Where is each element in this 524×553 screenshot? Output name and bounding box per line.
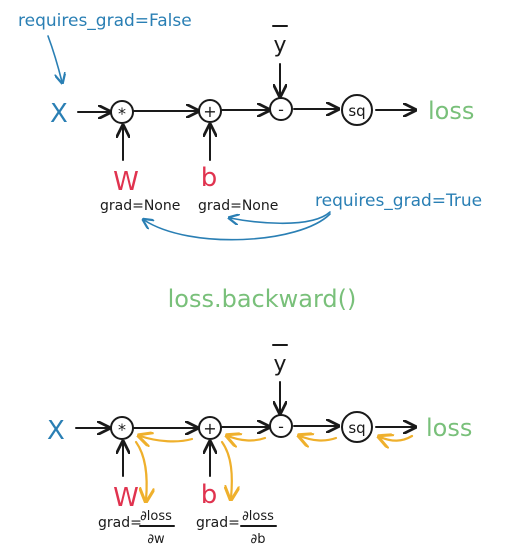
- mul-symbol-bottom: *: [118, 420, 126, 439]
- sq-node-bottom: [341, 411, 373, 443]
- sub-node: [269, 97, 293, 121]
- w-param-label: W: [113, 167, 139, 197]
- requires-grad-false-arrow: [47, 35, 62, 82]
- grad-b-numerator: ∂loss: [242, 509, 274, 524]
- x-input-label: X: [50, 99, 68, 129]
- mul-symbol: *: [118, 104, 126, 123]
- loss-output-label-bottom: loss: [426, 414, 472, 442]
- w-param-label-bottom: W: [113, 483, 139, 513]
- b-param-label-bottom: b: [201, 480, 218, 510]
- sub-symbol: -: [278, 100, 284, 119]
- requires-grad-false-label: requires_grad=False: [18, 11, 192, 31]
- b-param-label: b: [201, 163, 218, 193]
- requires-grad-true-label: requires_grad=True: [315, 191, 482, 211]
- sub-node-bottom: [269, 414, 293, 438]
- forward-graph: requires_grad=False X * + y - sq loss W: [18, 11, 482, 241]
- grad-w-numerator: ∂loss: [140, 509, 172, 524]
- grad-loss-to-sq-arrow: [380, 436, 414, 441]
- ybar-label: y: [273, 33, 286, 58]
- sq-node: [341, 94, 373, 126]
- grad-w-prefix: grad=: [98, 515, 142, 531]
- backward-graph: X * + y - sq loss W: [47, 344, 472, 547]
- grad-w-denominator: ∂w: [147, 532, 165, 547]
- add-symbol: +: [203, 102, 216, 121]
- ybar-label-bottom: y: [273, 352, 286, 377]
- grad-mul-to-w-arrow: [134, 440, 147, 500]
- sq-symbol: sq: [348, 102, 365, 120]
- grad-add-to-mul-arrow: [140, 436, 194, 441]
- add-node: [198, 99, 222, 123]
- grad-b-denominator: ∂b: [251, 532, 266, 547]
- grad-b-prefix: grad=: [196, 515, 240, 531]
- requires-grad-true-arrow-to-w: [144, 213, 331, 241]
- backward-call-label: loss.backward(): [168, 285, 357, 313]
- mul-node: [110, 100, 134, 124]
- add-symbol-bottom: +: [203, 419, 216, 438]
- grad-add-to-b-arrow: [220, 440, 232, 498]
- requires-grad-true-arrow-to-b: [230, 211, 331, 223]
- loss-output-label: loss: [428, 97, 474, 125]
- sq-symbol-bottom: sq: [348, 419, 365, 437]
- grad-sub-to-add-arrow: [228, 436, 267, 440]
- x-input-label-bottom: X: [47, 416, 65, 446]
- sub-symbol-bottom: -: [278, 417, 284, 436]
- grad-sq-to-sub-arrow: [300, 436, 338, 440]
- grad-b-none-label: grad=None: [198, 198, 278, 214]
- add-node-bottom: [198, 416, 222, 440]
- grad-w-none-label: grad=None: [100, 198, 180, 214]
